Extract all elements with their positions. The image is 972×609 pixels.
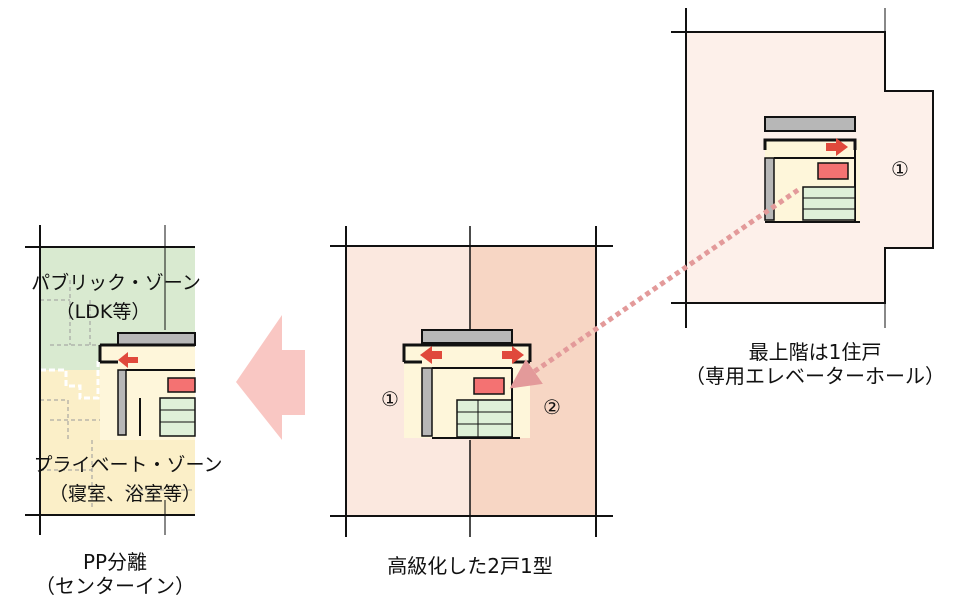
transition-arrow-icon <box>236 315 305 440</box>
building-frame <box>25 225 195 535</box>
caption-pp-separation: PP分離 （センターイン） <box>20 550 210 598</box>
unit-2-label: ② <box>543 395 561 419</box>
core-wall-side <box>421 367 433 437</box>
entry-arrow-right-icon <box>502 346 524 364</box>
zone-boundary-line <box>40 358 116 400</box>
entry-arrow-icon <box>826 138 848 156</box>
room-partitions <box>40 280 195 510</box>
core-wall-side <box>117 369 127 436</box>
elevator <box>817 162 849 180</box>
private-zone-label-1: プライベート・ゾーン <box>33 454 222 476</box>
caption-top-floor: 最上階は1住戸 （専用エレベーターホール） <box>680 340 950 388</box>
stairs <box>802 186 856 221</box>
stairs <box>159 397 196 437</box>
relation-dotted-arrow <box>509 187 800 389</box>
top-floor-diagram: ① <box>671 8 934 328</box>
unit-1-label: ① <box>381 387 399 411</box>
stairs <box>456 399 513 438</box>
two-unit-diagram: ① ② <box>330 226 613 537</box>
private-zone-label-2: （寝室、浴室等） <box>49 483 201 505</box>
core-wall-side <box>764 157 775 221</box>
public-zone-label-1: パブリック・ゾーン <box>31 271 201 294</box>
caption-line-2: （専用エレベーターホール） <box>685 364 945 388</box>
caption-line-1: 高級化した2戸1型 <box>387 554 553 578</box>
building-outline <box>671 31 934 304</box>
public-zone-label-2: （LDK等） <box>56 301 151 323</box>
core-wall-top <box>421 329 513 344</box>
core-wall-top <box>764 116 856 132</box>
elevator <box>167 377 196 393</box>
unit-1-label: ① <box>891 157 909 181</box>
core-wall-top <box>117 332 196 346</box>
elevator <box>473 377 505 395</box>
caption-two-unit: 高級化した2戸1型 <box>330 554 610 578</box>
entry-arrow-icon <box>118 352 138 368</box>
caption-line-1: 最上階は1住戸 <box>748 340 882 364</box>
building-frame <box>330 226 613 537</box>
entry-arrow-left-icon <box>420 346 442 364</box>
caption-line-2: （センターイン） <box>35 574 195 598</box>
caption-line-1: PP分離 <box>82 550 148 574</box>
zone-boundary-fill <box>40 370 116 440</box>
pp-separation-diagram: パブリック・ゾーン （LDK等） プライベート・ゾーン （寝室、浴室等） <box>25 225 223 535</box>
